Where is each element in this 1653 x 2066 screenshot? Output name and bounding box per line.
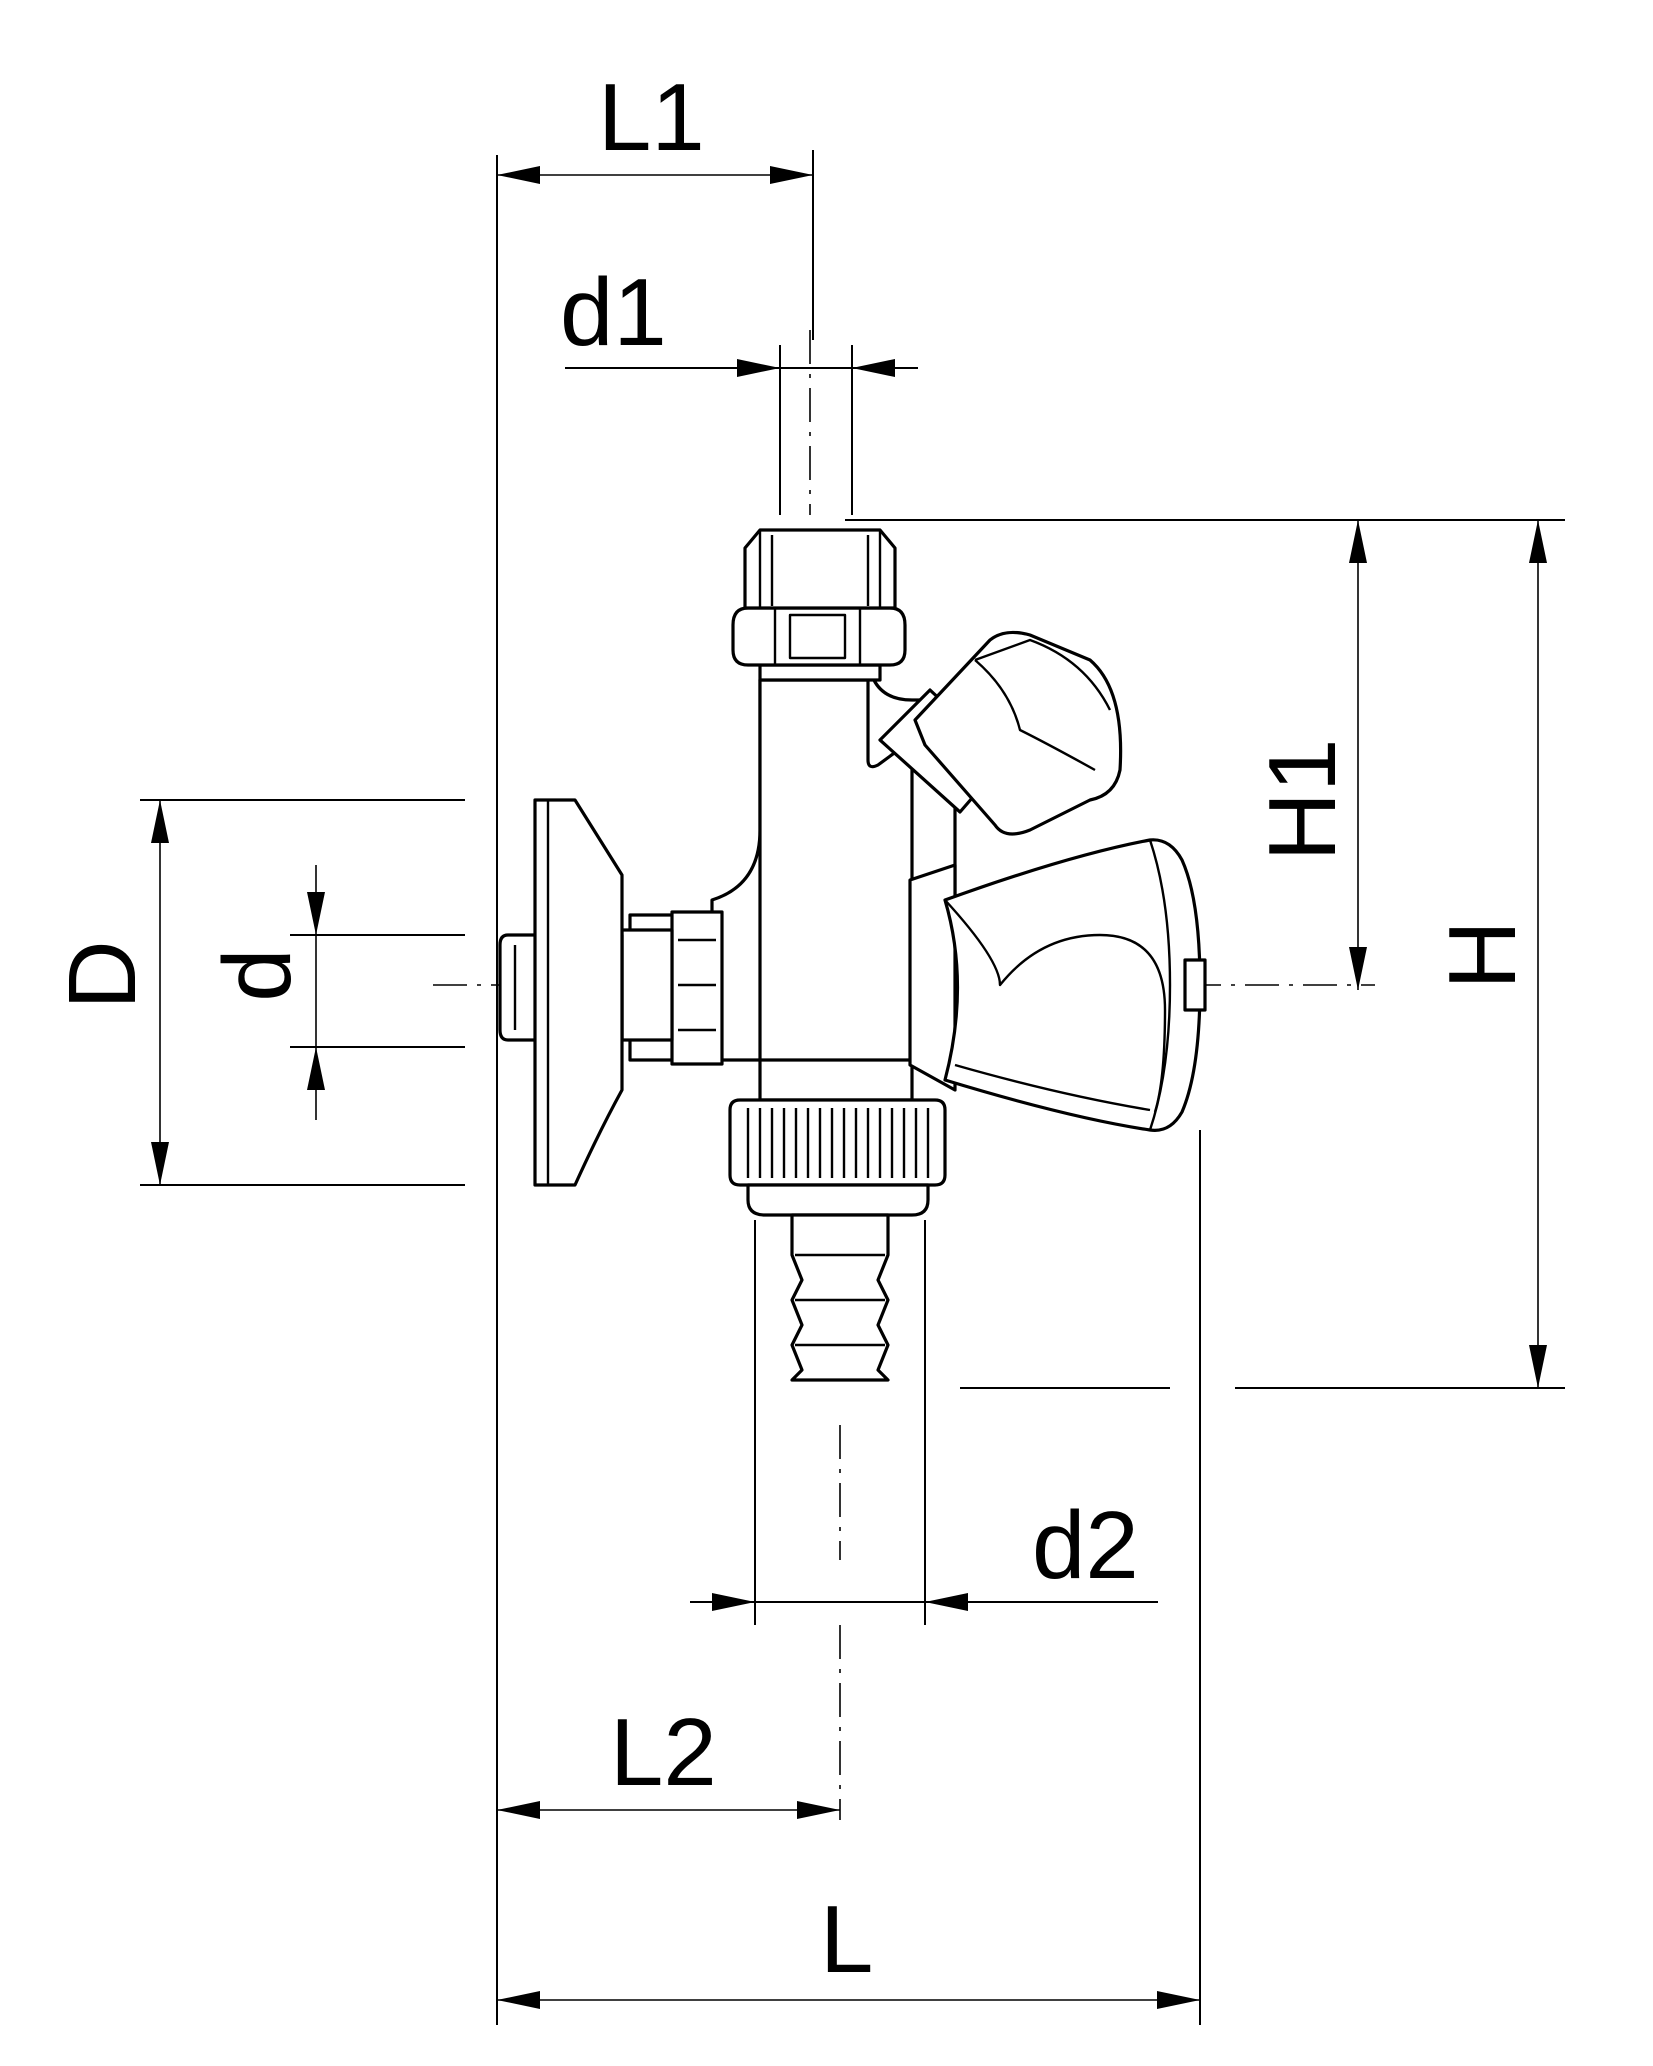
small-handle <box>878 630 1123 836</box>
dim-d2 <box>712 1593 968 1611</box>
dim-D <box>151 800 169 1185</box>
dim-H1 <box>1349 520 1367 990</box>
label-H1: H1 <box>1249 739 1356 862</box>
dim-L1 <box>497 166 813 184</box>
label-L: L <box>820 1886 873 1993</box>
label-d: d <box>204 948 311 1001</box>
dim-L2 <box>497 1801 840 1819</box>
hose-connection <box>728 1098 947 1382</box>
label-L1: L1 <box>598 64 705 171</box>
dim-d <box>307 865 325 1120</box>
valve-body <box>498 648 957 1187</box>
knurl-lines <box>746 1108 930 1178</box>
extension-lines <box>140 150 1565 2025</box>
label-d1: d1 <box>560 259 667 366</box>
dim-H <box>1529 520 1547 1388</box>
label-L2: L2 <box>610 1699 717 1806</box>
top-compression-nut <box>731 528 907 682</box>
label-H: H <box>1429 920 1536 989</box>
dim-L <box>497 1991 1200 2009</box>
label-D: D <box>49 940 156 1009</box>
label-d2: d2 <box>1032 1492 1139 1599</box>
main-handle <box>908 838 1207 1132</box>
dim-d1 <box>737 345 895 515</box>
